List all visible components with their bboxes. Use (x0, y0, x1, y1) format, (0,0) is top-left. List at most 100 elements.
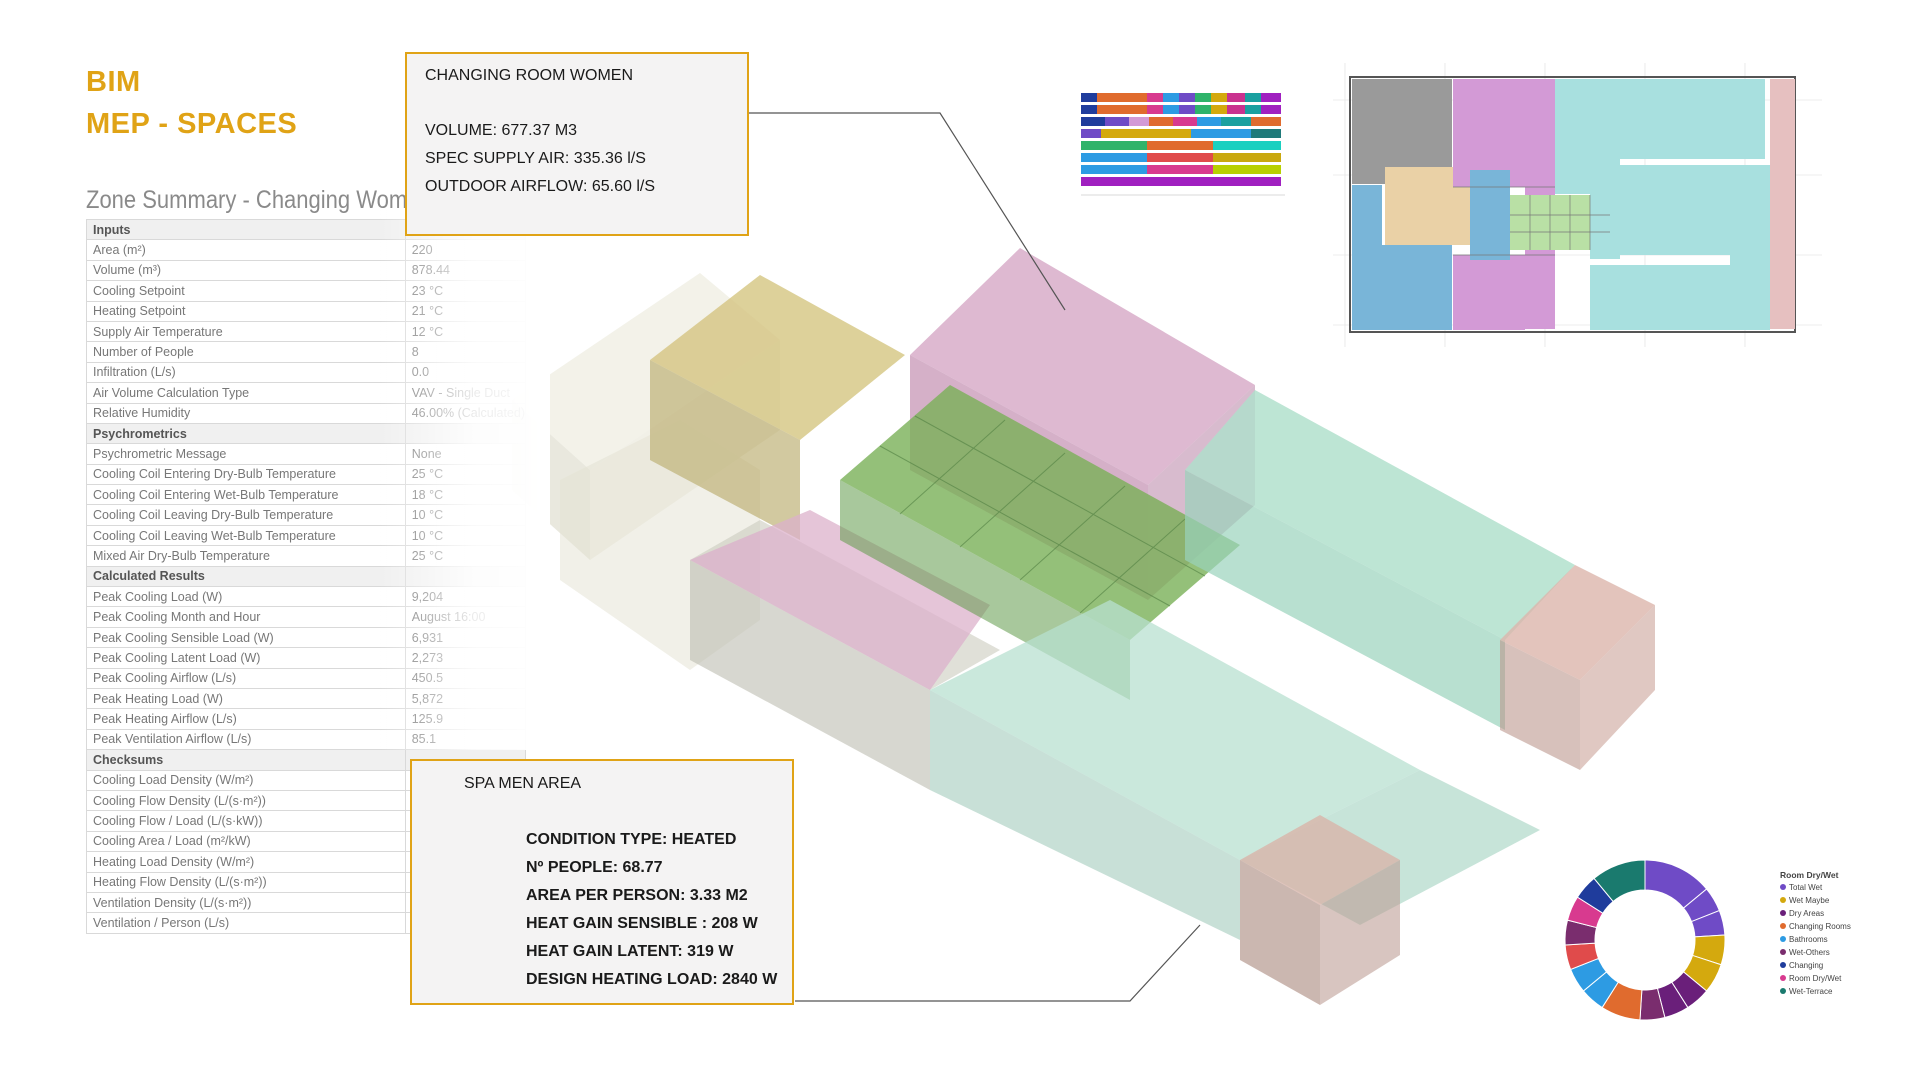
row-label: Cooling Coil Entering Wet-Bulb Temperatu… (86, 484, 406, 506)
mini-bar-segment (1245, 105, 1261, 114)
mini-bar-segment (1213, 153, 1281, 162)
row-label: Cooling Flow Density (L/(s·m²)) (86, 789, 406, 812)
row-label: Peak Cooling Latent Load (W) (86, 647, 406, 669)
mini-bar-segment (1179, 105, 1195, 114)
callout-spa-design-load: DESIGN HEATING LOAD: 2840 W (526, 971, 778, 988)
callout-spa-heat-sensible: HEAT GAIN SENSIBLE : 208 W (526, 915, 758, 932)
legend-label: Changing (1789, 961, 1824, 970)
mass-brown-bottom-side (1320, 860, 1400, 1005)
mini-bar-segment (1147, 153, 1213, 162)
mini-donut-chart (1564, 859, 1726, 1021)
legend-item: Wet-Others (1780, 948, 1910, 957)
mini-bar-segment (1213, 165, 1281, 174)
legend-swatch (1780, 897, 1786, 903)
callout-spa-title: SPA MEN AREA (464, 775, 582, 792)
row-label: Cooling Load Density (W/m²) (86, 769, 406, 791)
legend-swatch (1780, 884, 1786, 890)
legend-swatch (1780, 936, 1786, 942)
legend-label: Changing Rooms (1789, 922, 1851, 931)
row-label: Heating Load Density (W/m²) (86, 851, 406, 873)
row-label: Peak Heating Load (W) (86, 687, 406, 710)
mini-bar-segment (1211, 105, 1227, 114)
row-label: Checksums (86, 749, 406, 771)
legend-label: Room Dry/Wet (1789, 974, 1842, 983)
mini-bar-segment (1081, 165, 1147, 174)
row-label: Supply Air Temperature (86, 320, 406, 343)
row-label: Peak Cooling Load (W) (86, 586, 406, 608)
mini-bar-segment (1195, 105, 1211, 114)
page-title-bim: BIM (86, 66, 141, 98)
mini-bar-segment (1097, 105, 1147, 114)
callout-spa-men-area: SPA MEN AREA CONDITION TYPE: HEATED Nº P… (410, 759, 794, 1005)
mini-stacked-bar-chart (1035, 75, 1295, 235)
row-label: Air Volume Calculation Type (86, 382, 406, 404)
callout-spa-area-per-person: AREA PER PERSON: 3.33 M2 (526, 887, 748, 904)
mini-bar-segment (1147, 105, 1163, 114)
row-label: Ventilation / Person (L/s) (86, 912, 406, 934)
mini-bar-segment (1081, 153, 1147, 162)
mini-bar-segment (1081, 93, 1097, 102)
mini-bar-segment (1147, 141, 1213, 150)
callout-women-volume: VOLUME: 677.37 M3 (425, 122, 578, 139)
callout-spa-people: Nº PEOPLE: 68.77 (526, 859, 663, 876)
mass-brown-right-side (1580, 605, 1655, 770)
mini-bar-segment (1105, 117, 1129, 126)
leader-line-women (725, 112, 1066, 311)
mini-bar-segment (1081, 141, 1147, 150)
mass-green-top (840, 385, 1240, 640)
mini-floor-plan (1325, 55, 1830, 355)
row-label: Peak Ventilation Airflow (L/s) (86, 728, 406, 751)
mini-bar-segment (1245, 93, 1261, 102)
legend-label: Wet-Terrace (1789, 987, 1833, 996)
legend-swatch (1780, 988, 1786, 994)
mass-tan-top (650, 275, 905, 440)
mini-bar-segment (1221, 117, 1251, 126)
mini-bar-segment (1191, 129, 1251, 138)
mass-mint-front (1185, 470, 1505, 730)
mini-bar-segment (1081, 177, 1281, 186)
mass-mint-mid-top (930, 600, 1420, 860)
legend-swatch (1780, 910, 1786, 916)
zone-summary-title: Zone Summary - Changing Women (86, 186, 432, 214)
legend-label: Wet-Others (1789, 948, 1830, 957)
mass-pink-top (910, 248, 1255, 485)
mini-bar-segment (1173, 117, 1197, 126)
legend-item: Wet Maybe (1780, 896, 1910, 905)
mini-bar-segment (1251, 129, 1281, 138)
page-title-mep: MEP - SPACES (86, 108, 298, 140)
mini-bar-segment (1213, 141, 1281, 150)
mass-gray-base-front (690, 560, 930, 790)
legend-swatch (1780, 962, 1786, 968)
mini-bar-segment (1261, 105, 1281, 114)
callout-changing-room-women: CHANGING ROOM WOMEN VOLUME: 677.37 M3 SP… (405, 52, 749, 236)
row-label: Peak Cooling Month and Hour (86, 606, 406, 628)
row-label: Peak Cooling Sensible Load (W) (86, 626, 406, 649)
legend-swatch (1780, 975, 1786, 981)
mini-bar-segment (1227, 105, 1245, 114)
row-label: Cooling Flow / Load (L/(s·kW)) (86, 810, 406, 832)
legend-item: Total Wet (1780, 883, 1910, 892)
row-label: Peak Heating Airflow (L/s) (86, 708, 406, 730)
legend-item: Bathrooms (1780, 935, 1910, 944)
row-label: Volume (m³) (86, 259, 406, 282)
row-label: Heating Flow Density (L/(s·m²)) (86, 871, 406, 893)
donut-slice (1593, 859, 1646, 903)
mini-bar-segment (1163, 105, 1179, 114)
callout-women-supply: SPEC SUPPLY AIR: 335.36 l/S (425, 150, 646, 167)
row-label: Cooling Coil Leaving Wet-Bulb Temperatur… (86, 524, 406, 547)
mass-mint-mid-front (930, 690, 1240, 940)
legend-item: Room Dry/Wet (1780, 974, 1910, 983)
legend-label: Wet Maybe (1789, 896, 1830, 905)
row-label: Infiltration (L/s) (86, 361, 406, 384)
mini-bar-segment (1147, 165, 1213, 174)
mini-bar-segment (1149, 117, 1173, 126)
legend-label: Bathrooms (1789, 935, 1828, 944)
mini-bar-segment (1081, 105, 1097, 114)
donut-legend-title: Room Dry/Wet (1780, 870, 1839, 880)
mini-bar-segment (1101, 129, 1191, 138)
mini-bar-segment (1211, 93, 1227, 102)
mini-bar-segment (1163, 93, 1179, 102)
row-label: Cooling Area / Load (m²/kW) (86, 830, 406, 853)
